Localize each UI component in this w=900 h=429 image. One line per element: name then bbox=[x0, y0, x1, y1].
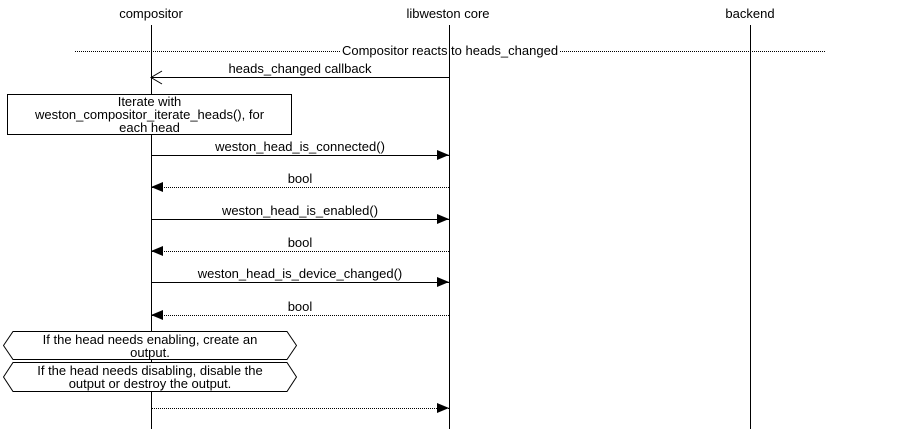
note-enable-output: If the head needs enabling, create an ou… bbox=[3, 331, 297, 360]
message-line bbox=[151, 315, 449, 316]
lifeline-backend bbox=[750, 25, 751, 429]
message-weston-head-is-device-changed: weston_head_is_device_changed() bbox=[151, 266, 449, 287]
message-heads-changed-callback: heads_changed callback bbox=[150, 61, 449, 85]
hexagon-outline-icon bbox=[3, 331, 297, 360]
message-label: bool bbox=[287, 235, 313, 250]
divider-title: Compositor reacts to heads_changed bbox=[341, 43, 559, 58]
message-return-bool-enabled: bool bbox=[151, 235, 449, 256]
message-label: heads_changed callback bbox=[228, 61, 372, 76]
filled-arrowhead-icon bbox=[151, 182, 163, 192]
filled-arrowhead-icon bbox=[151, 310, 163, 320]
message-return-bool-device-changed: bool bbox=[151, 299, 449, 320]
filled-arrowhead-icon bbox=[437, 214, 449, 224]
message-label: weston_head_is_device_changed() bbox=[197, 266, 403, 281]
message-return-bool-connected: bool bbox=[151, 171, 449, 192]
note-text: If the head needs disabling, disable the… bbox=[37, 363, 263, 391]
filled-arrowhead-icon bbox=[437, 150, 449, 160]
filled-arrowhead-icon bbox=[437, 403, 449, 413]
message-weston-head-is-connected: weston_head_is_connected() bbox=[151, 139, 449, 160]
divider: Compositor reacts to heads_changed bbox=[75, 43, 826, 58]
message-label: weston_head_is_connected() bbox=[215, 139, 385, 154]
note-iterate-heads: Iterate with weston_compositor_iterate_h… bbox=[7, 94, 292, 135]
lifeline-compositor bbox=[151, 25, 152, 429]
actor-label-compositor: compositor bbox=[119, 6, 183, 21]
message-label: bool bbox=[287, 299, 313, 314]
lifeline-libweston-core bbox=[449, 25, 450, 429]
filled-arrowhead-icon bbox=[151, 246, 163, 256]
message-label bbox=[151, 393, 449, 408]
hexagon-outline-icon bbox=[3, 362, 297, 392]
message-line bbox=[151, 408, 449, 409]
divider-line-left bbox=[75, 50, 340, 52]
note-text: If the head needs enabling, create an ou… bbox=[42, 331, 258, 360]
open-arrowhead-icon bbox=[150, 70, 163, 85]
message-label: bool bbox=[287, 171, 313, 186]
divider-line-right bbox=[560, 50, 826, 52]
message-weston-head-is-enabled: weston_head_is_enabled() bbox=[151, 203, 449, 224]
message-line bbox=[151, 155, 449, 156]
message-final-return bbox=[151, 393, 449, 413]
actor-label-backend: backend bbox=[725, 6, 775, 21]
note-text: Iterate with weston_compositor_iterate_h… bbox=[34, 94, 265, 135]
actor-label-libweston-core: libweston core bbox=[406, 6, 490, 21]
message-line bbox=[151, 187, 449, 188]
message-line bbox=[151, 282, 449, 283]
message-line bbox=[151, 219, 449, 220]
note-disable-output: If the head needs disabling, disable the… bbox=[3, 362, 297, 392]
message-line bbox=[151, 77, 449, 78]
message-label: weston_head_is_enabled() bbox=[221, 203, 379, 218]
message-line bbox=[151, 251, 449, 252]
filled-arrowhead-icon bbox=[437, 277, 449, 287]
